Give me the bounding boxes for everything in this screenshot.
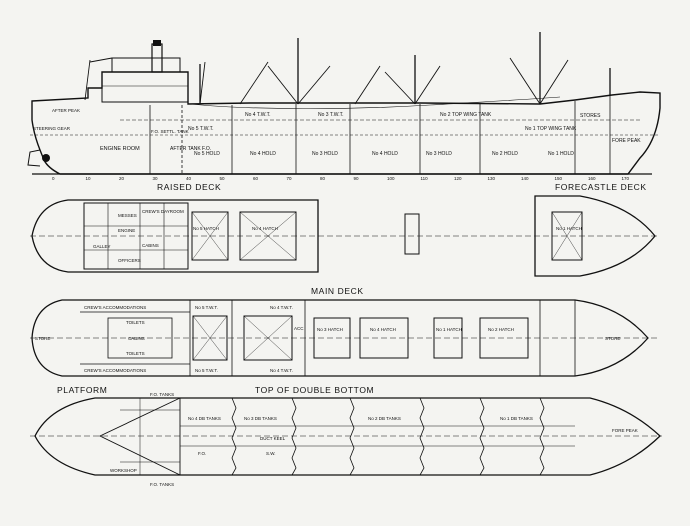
frame-number: 20 [119, 176, 125, 181]
double-bottom-plan: F.O. TANKS F.O. TANKS No 4 DB TANKS No 3… [30, 392, 662, 487]
profile-view: 0 10 20 30 40 50 60 70 80 90 100 110 120 130 140 150 160… [27, 32, 661, 181]
label-crews-accommodations-bottom: CREW'S ACCOMMODATIONS [84, 368, 146, 373]
label-main-cabins: CABINS [128, 336, 145, 341]
label-sw: S.W. [266, 451, 276, 456]
label-main-no5-twt-bottom: No 5 T.W.T. [195, 368, 218, 373]
label-no2-db-tanks: No 2 DB TANKS [368, 416, 401, 421]
frame-number: 90 [354, 176, 360, 181]
label-no5-hold: No 5 HOLD [194, 151, 220, 157]
label-acc: ACC [294, 326, 304, 331]
label-cabins: CABINS [142, 243, 159, 248]
frame-number: 30 [153, 176, 159, 181]
frame-number: 0 [52, 176, 55, 181]
label-no4-hold-b: No 4 HOLD [372, 151, 398, 157]
label-fore-peak: FORE PEAK [612, 138, 641, 144]
label-officers: OFFICERS [118, 258, 141, 263]
label-galley: GALLEY [93, 244, 111, 249]
label-fo: F.O. [198, 451, 206, 456]
label-main-no1-hatch: No 1 HATCH [436, 327, 462, 332]
caption-forecastle-deck: FORECASTLE DECK [555, 182, 647, 192]
label-main-no5-twt-top: No 5 T.W.T. [195, 305, 218, 310]
label-engine: ENGINE [118, 228, 135, 233]
frame-number: 150 [555, 176, 563, 181]
frame-number: 10 [86, 176, 92, 181]
label-no2-top-wing-tank: No 2 TOP WING TANK [440, 112, 492, 118]
label-main-no2-hatch: No 2 HATCH [488, 327, 514, 332]
label-fo-settl-tank: F.O. SETTL. TANK [151, 129, 189, 134]
caption-top-of-double-bottom: TOP OF DOUBLE BOTTOM [255, 385, 375, 395]
label-no3-hold-b: No 3 HOLD [426, 151, 452, 157]
frame-number-scale: 0 10 20 30 40 50 60 70 80 90 100 110 120 130 140 150 160… [52, 176, 630, 181]
frame-number: 80 [320, 176, 326, 181]
label-crews-accommodations-top: CREW'S ACCOMMODATIONS [84, 305, 146, 310]
label-no1-hatch: No 1 HATCH [556, 226, 582, 231]
forecastle-outline [534, 195, 656, 277]
forecastle-deck-plan: No 1 HATCH [534, 195, 656, 277]
frame-number: 40 [186, 176, 192, 181]
frame-number: 50 [220, 176, 226, 181]
caption-main-deck: MAIN DECK [311, 286, 364, 296]
frame-number: 170 [622, 176, 630, 181]
label-no5-twt: No 5 T.W.T. [188, 126, 213, 132]
label-toilets-bottom: TOILETS [126, 351, 145, 356]
caption-raised-deck: RAISED DECK [157, 182, 222, 192]
main-deck-plan: CREW'S ACCOMMODATIONS CREW'S ACCOMMODATI… [30, 299, 660, 377]
profile-hull-outline [31, 71, 661, 175]
label-steering-gear: STEERING GEAR [33, 126, 71, 131]
main-deck-outline [31, 299, 649, 377]
raised-deck-plan: MESSES CREW'S DAYROOM GALLEY ENGINE CABI… [30, 199, 660, 273]
frame-number: 130 [488, 176, 496, 181]
raised-deck-outline [31, 199, 319, 273]
double-bottom-outline [34, 397, 661, 476]
label-workshop: WORKSHOP [110, 468, 137, 473]
label-crews-dayroom: CREW'S DAYROOM [142, 209, 184, 214]
label-messes: MESSES [118, 213, 137, 218]
label-main-no4-twt-top: No 4 T.W.T. [270, 305, 293, 310]
label-stores: STORES [580, 113, 601, 119]
label-no1-hold: No 1 HOLD [548, 151, 574, 157]
label-after-peak: AFTER PEAK [52, 108, 80, 113]
label-toilets-top: TOILETS [126, 320, 145, 325]
label-raised-no5-hatch: No 5 HATCH [193, 226, 219, 231]
frame-number: 70 [287, 176, 293, 181]
label-no3-hold: No 3 HOLD [312, 151, 338, 157]
label-no4-hold: No 4 HOLD [250, 151, 276, 157]
frame-number: 140 [521, 176, 529, 181]
label-main-no4-hatch: No 4 HATCH [370, 327, 396, 332]
label-raised-no4-hatch: No 4 HATCH [252, 226, 278, 231]
frame-number: 120 [454, 176, 462, 181]
label-fo-tanks-top: F.O. TANKS [150, 392, 174, 397]
label-duct-keel: DUCT KEEL [260, 436, 286, 441]
label-engine-room: ENGINE ROOM [100, 146, 140, 152]
label-main-no4-twt-bottom: No 4 T.W.T. [270, 368, 293, 373]
frame-number: 60 [253, 176, 259, 181]
label-no3-twt: No 3 T.W.T. [318, 112, 343, 118]
label-store-fwd: STORE [605, 336, 620, 341]
label-store-aft: STORE [35, 336, 50, 341]
label-no4-db-tanks: No 4 DB TANKS [188, 416, 221, 421]
frame-number: 100 [387, 176, 395, 181]
label-db-fore-peak: FORE PEAK [612, 428, 638, 433]
label-no1-db-tanks: No 1 DB TANKS [500, 416, 533, 421]
label-fo-tanks-bottom: F.O. TANKS [150, 482, 174, 487]
label-after-tank-fo: AFTER TANK F.O. [170, 146, 211, 152]
label-no2-hold: No 2 HOLD [492, 151, 518, 157]
label-no4-twt: No 4 T.W.T. [245, 112, 270, 118]
caption-platform: PLATFORM [57, 385, 108, 395]
frame-number: 110 [421, 176, 429, 181]
frame-number: 160 [588, 176, 596, 181]
label-main-no3-hatch: No 3 HATCH [317, 327, 343, 332]
label-no1-top-wing-tank: No 1 TOP WING TANK [525, 126, 577, 132]
label-no3-db-tanks: No 3 DB TANKS [244, 416, 277, 421]
